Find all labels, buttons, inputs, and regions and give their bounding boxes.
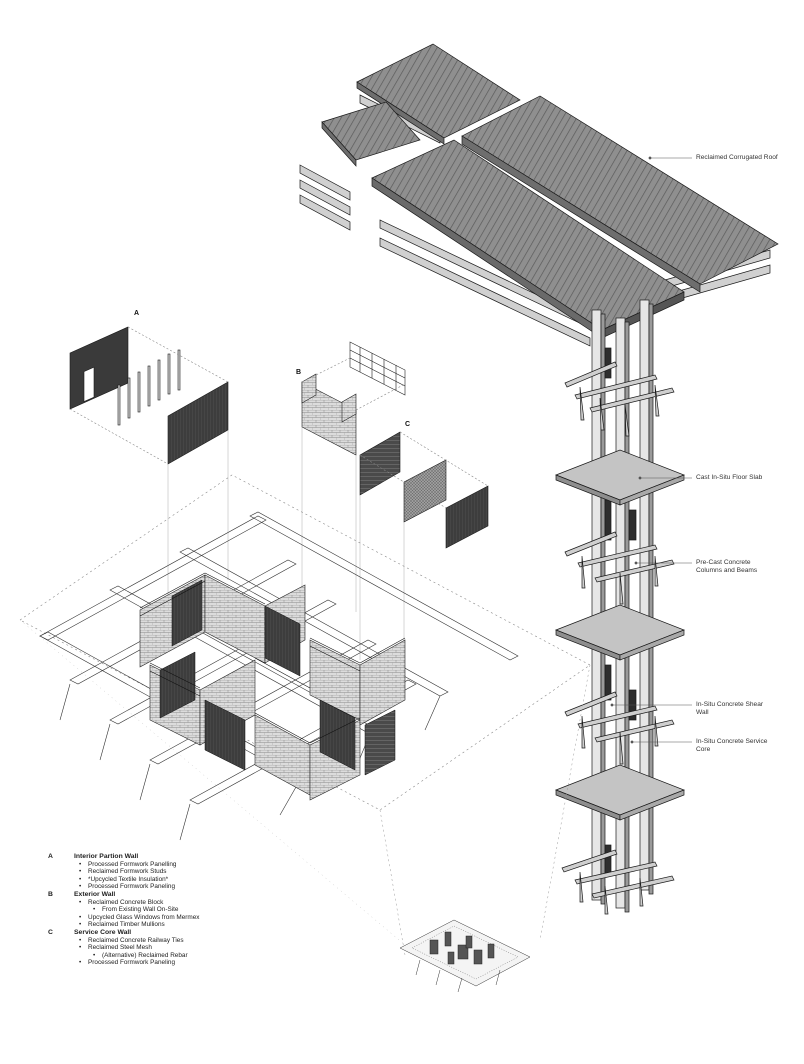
component-b-exploded: [301, 341, 406, 456]
legend-item: Reclaimed Formwork Studs: [74, 868, 278, 876]
legend-section-b: B Exterior WallReclaimed Concrete BlockFr…: [48, 891, 278, 929]
marker-a: A: [134, 310, 140, 317]
callout-roof: Reclaimed Corrugated Roof: [696, 154, 778, 161]
interior-partitions: [159, 579, 396, 776]
legend-item: Processed Formwork Panelling: [74, 861, 278, 869]
callout-floor-slab: Cast In-Situ Floor Slab: [696, 474, 763, 481]
callout-columns: Pre-Cast Concrete Columns and Beams: [696, 559, 758, 574]
partition-panel-front: [167, 381, 229, 465]
legend-item: Reclaimed Steel Mesh: [74, 944, 278, 952]
timber-mullions: [139, 572, 406, 744]
callout-shear-wall: In-Situ Concrete Shear Wall: [696, 701, 764, 716]
precast-beams: [561, 361, 675, 915]
legend-item: Reclaimed Timber Mullions: [74, 921, 278, 929]
site-boundary: [19, 474, 591, 811]
legend-item: Processed Formwork Paneling: [74, 883, 278, 891]
legend-subitem: From Existing Wall On-Site: [74, 906, 278, 914]
legend-item: Processed Formwork Paneling: [74, 959, 278, 967]
legend-section-c: C Service Core WallReclaimed Concrete Rai…: [48, 929, 278, 967]
site-plan-thumbnail: [19, 619, 591, 993]
floor-slabs: [555, 449, 685, 821]
callout-leaders: [610, 156, 692, 744]
legend-letter: C: [48, 928, 53, 936]
roof-cluster: [299, 43, 779, 347]
legend-title: Interior Partion Wall: [74, 853, 139, 860]
legend-item: *Upcycled Textile Insulation*: [74, 876, 278, 884]
legend-item: Reclaimed Concrete Railway Ties: [74, 937, 278, 945]
partition-studs: [117, 349, 181, 426]
floor-plan-axonometric: [19, 474, 591, 841]
marker-b: B: [296, 369, 302, 376]
component-c-exploded: [359, 431, 489, 549]
legend-subitem: (Alternative) Reclaimed Rebar: [74, 952, 278, 960]
callout-service-core: In-Situ Concrete Service Core: [696, 738, 768, 753]
legend-title: Exterior Wall: [74, 890, 116, 898]
legend-item: Upcycled Glass Windows from Mermex: [74, 914, 278, 922]
marker-c: C: [405, 421, 411, 428]
structural-grid-outline: [39, 511, 519, 841]
legend-item: Reclaimed Concrete Block: [74, 899, 278, 907]
legend-letter: A: [48, 853, 53, 860]
component-a-exploded: [69, 326, 229, 465]
legend-letter: B: [48, 890, 53, 898]
legend-title: Service Core Wall: [74, 928, 132, 936]
column-tower: [555, 299, 685, 915]
